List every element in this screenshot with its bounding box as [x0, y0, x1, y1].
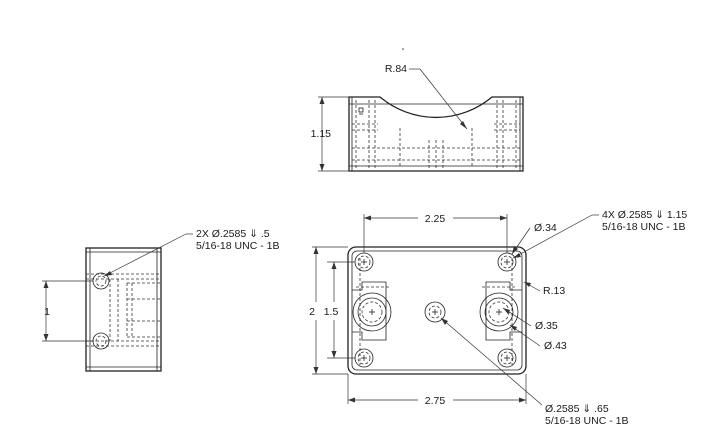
- corner-hole-bottom-right: [497, 348, 517, 368]
- counterbore-left: [352, 292, 392, 332]
- side-hole-callout-line2: 5/16-18 UNC - 1B: [196, 240, 279, 252]
- corner-hole-top-right: [497, 252, 517, 272]
- corner-hole-top-left: [354, 252, 374, 272]
- front-width-bottom-dim: 2.75: [425, 395, 446, 407]
- front-corner-radius: R.13: [543, 285, 565, 297]
- center-hole: [424, 301, 446, 323]
- front-4x-hole-callout-line1: 4X Ø.2585 ⇓ 1.15: [602, 209, 687, 221]
- front-4x-hole-callout-line2: 5/16-18 UNC - 1B: [602, 221, 685, 233]
- top-radius-label: R.84: [385, 63, 407, 75]
- front-view: 2.25 2.75 2 1.5 Ø.34 4X Ø.2585 ⇓ 1.: [309, 209, 687, 427]
- front-cbore-dia: Ø.35: [535, 320, 558, 332]
- front-height-outer-dim: 2: [309, 306, 315, 318]
- side-hole-callout-line1: 2X Ø.2585 ⇓ .5: [196, 228, 270, 240]
- front-view-outline: [347, 246, 527, 375]
- corner-hole-bottom-left: [354, 348, 374, 368]
- front-width-top-dim: 2.25: [425, 213, 446, 225]
- side-view-outline: [85, 247, 162, 372]
- top-height-dim: 1.15: [311, 128, 332, 140]
- side-spacing-dim: 1: [44, 306, 50, 318]
- top-view-outline: [348, 96, 524, 172]
- side-view: 1 2X Ø.2585 ⇓ .5 5/16-18 UNC - 1B: [42, 228, 279, 372]
- front-center-hole-callout-line1: Ø.2585 ⇓ .65: [545, 403, 609, 415]
- front-height-inner-dim: 1.5: [324, 306, 339, 318]
- front-bore-dia: Ø.43: [544, 340, 567, 352]
- front-center-hole-callout-line2: 5/16-18 UNC - 1B: [545, 415, 628, 427]
- top-view: R.84 1.15: [311, 48, 524, 172]
- front-small-cbore-dia: Ø.34: [534, 222, 557, 234]
